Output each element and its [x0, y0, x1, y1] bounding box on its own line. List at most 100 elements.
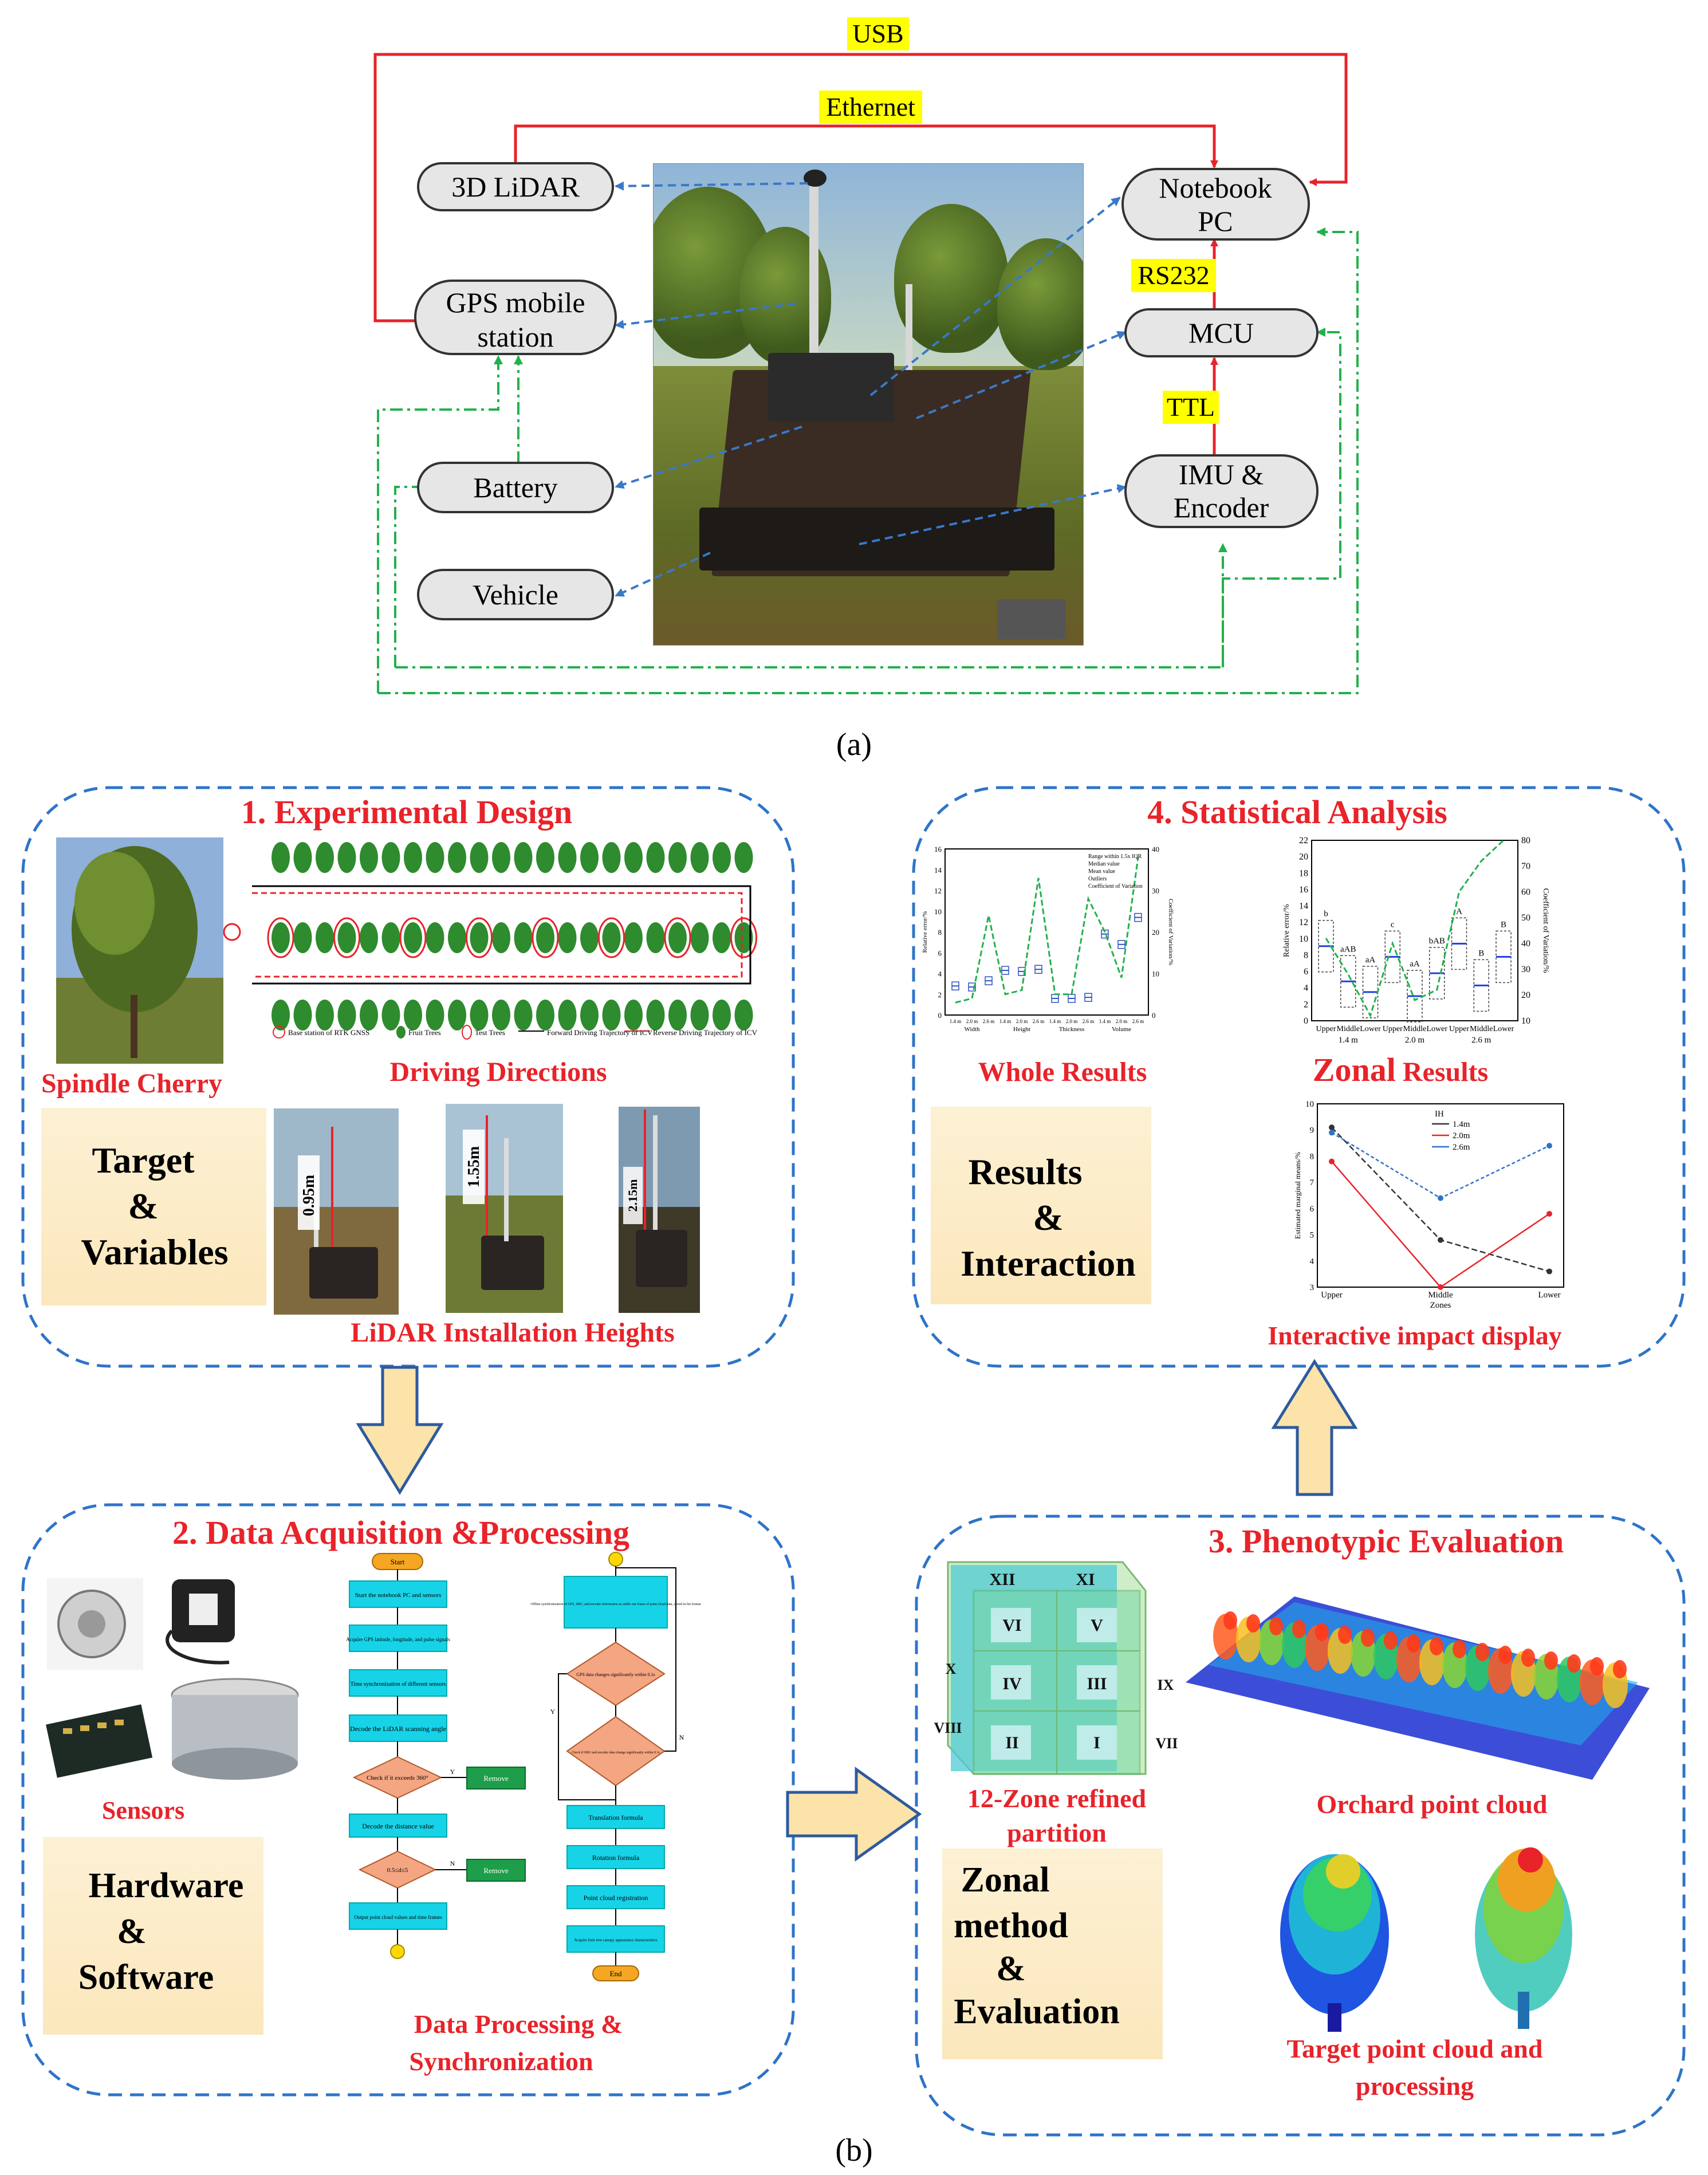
panel-b: 1. Experimental Design Base station of R…: [21, 786, 1686, 2168]
sensor-imu-icon: [166, 1579, 235, 1665]
fruit-tree-icon: [381, 922, 400, 953]
svg-text:Decode the LiDAR scanning angl: Decode the LiDAR scanning angle: [350, 1725, 446, 1733]
tick-label: 3: [1310, 1283, 1315, 1292]
category-label: Upper: [1316, 1025, 1336, 1033]
fruit-tree-icon: [668, 1000, 687, 1031]
group-label: 2.0 m: [1405, 1036, 1425, 1045]
fruit-tree-icon: [690, 1000, 709, 1031]
y-axis-label: Estimated marginal means/%: [1293, 1152, 1302, 1239]
results-box-line2: &: [1033, 1197, 1063, 1238]
lidar-height-photos: 0.95m 1.55m 2.15m: [274, 1104, 700, 1315]
tick-label: 7: [1310, 1178, 1315, 1187]
svg-text:Time synchronization of differ: Time synchronization of different sensor…: [351, 1681, 446, 1688]
orchard-legend: Base station of RTK GNSS Fruit Trees Tes…: [273, 1025, 758, 1040]
fruit-tree-icon: [514, 922, 533, 953]
test-tree-marker: [466, 917, 493, 958]
cherry-marker: [223, 923, 241, 941]
category-label: 2.0 m: [1116, 1018, 1128, 1024]
vehicle-label: Vehicle: [473, 579, 558, 611]
tick-label: 10: [1305, 1100, 1314, 1109]
cv-line: [1325, 839, 1505, 1018]
category-label: Lower: [1426, 1025, 1447, 1033]
fruit-tree-icon: [668, 922, 687, 953]
tick-label: 10: [1152, 970, 1159, 978]
fruit-tree-icon: [404, 922, 422, 953]
fruit-tree-icon: [360, 922, 378, 953]
svg-text:2.15m: 2.15m: [625, 1179, 640, 1212]
category-label: Lower: [1493, 1025, 1514, 1033]
fruit-tree-icon: [580, 1000, 599, 1031]
lidar-label: 3D LiDAR: [451, 171, 580, 203]
ethernet-label: Ethernet: [826, 92, 915, 121]
category-label: 2.6 m: [1132, 1018, 1144, 1024]
fruit-tree-icon: [624, 922, 643, 953]
category-label: Lower: [1538, 1291, 1560, 1300]
x-axis-label: Zones: [1430, 1301, 1451, 1310]
category-label: 1.4 m: [1099, 1018, 1111, 1024]
label-interactive-impact: Interactive impact display: [1268, 1321, 1562, 1350]
category-label: 1.4 m: [999, 1018, 1012, 1024]
data-point: [1438, 1284, 1443, 1290]
point-cloud-tree-top: [1544, 1651, 1558, 1670]
point-cloud-tree-top: [1407, 1634, 1420, 1653]
fruit-tree-icon: [271, 1000, 290, 1031]
test-tree-marker: [598, 917, 625, 958]
zonal-box-line4: Evaluation: [954, 1992, 1119, 2031]
fruit-tree-icon: [713, 922, 731, 953]
svg-text:1.55m: 1.55m: [465, 1146, 483, 1187]
fruit-tree-icon: [293, 1000, 312, 1031]
fruit-tree-icon: [337, 1000, 356, 1031]
label-processing-line2: Synchronization: [409, 2047, 593, 2076]
point-cloud-tree-top: [1223, 1611, 1237, 1630]
fruit-tree-icon: [602, 922, 621, 953]
series-line: [1331, 1132, 1550, 1199]
fruit-tree-icon: [536, 922, 554, 953]
section3-title: 3. Phenotypic Evaluation: [1209, 1523, 1564, 1560]
fruit-tree-icon: [404, 842, 422, 873]
category-label: 2.0 m: [1066, 1018, 1078, 1024]
fruit-tree-icon: [271, 922, 290, 953]
fruit-tree-icon: [426, 842, 444, 873]
test-tree-marker: [333, 917, 360, 958]
tick-label: 30: [1521, 965, 1530, 974]
fruit-tree-icon: [690, 842, 709, 873]
panel-a: USB Ethernet RS232 TTL 3D LiDAR GPS mobi…: [0, 0, 1708, 768]
zonal-results-chart: 02468101214161820221020304050607080baABa…: [1282, 836, 1550, 1045]
zonal-box-line1: Zonal: [961, 1861, 1049, 1899]
tick-label: 50: [1521, 913, 1530, 923]
sensor-encoder-icon: [47, 1578, 143, 1670]
y-axis-label: Relative error/%: [1282, 904, 1291, 957]
zonal-box-line2: method: [954, 1906, 1068, 1945]
label-zonal-results: Zonal Results: [1313, 1051, 1488, 1088]
point-cloud-tree-top: [1590, 1657, 1604, 1676]
group-label: 1.4 m: [1339, 1036, 1359, 1045]
category-label: 2.6 m: [983, 1018, 995, 1024]
category-label: 2.0 m: [966, 1018, 978, 1024]
vehicle-node: [417, 569, 614, 620]
svg-text:Acquire fruit tree canopy appe: Acquire fruit tree canopy appearance cha…: [574, 1938, 658, 1942]
svg-text:VIII: VIII: [934, 1720, 962, 1736]
plot-frame: [1311, 840, 1518, 1021]
svg-text:III: III: [1087, 1674, 1107, 1693]
label-zonal-small: Results: [1396, 1057, 1488, 1087]
svg-text:Decode the distance value: Decode the distance value: [362, 1822, 434, 1830]
power-link-mcu: [394, 486, 418, 667]
significance-letter: A: [1456, 907, 1462, 916]
test-tree-marker: [532, 917, 559, 958]
svg-text:II: II: [1005, 1733, 1018, 1752]
label-processing-line1: Data Processing &: [414, 2009, 623, 2039]
svg-text:VII: VII: [1155, 1735, 1178, 1752]
fruit-tree-icon: [492, 922, 510, 953]
fruit-tree-icon: [316, 1000, 334, 1031]
target-point-cloud-2: [1475, 1847, 1572, 2029]
fruit-tree-icon: [337, 842, 356, 873]
fruit-tree-icon: [448, 842, 466, 873]
tick-label: 8: [938, 928, 942, 937]
tick-label: 8: [1310, 1152, 1315, 1161]
svg-text:Y: Y: [550, 1708, 556, 1716]
arrow-3-to-4: [1271, 1359, 1358, 1496]
fruit-tree-icon: [448, 922, 466, 953]
fruit-tree-icon: [713, 842, 731, 873]
fruit-tree-icon: [426, 1000, 444, 1031]
